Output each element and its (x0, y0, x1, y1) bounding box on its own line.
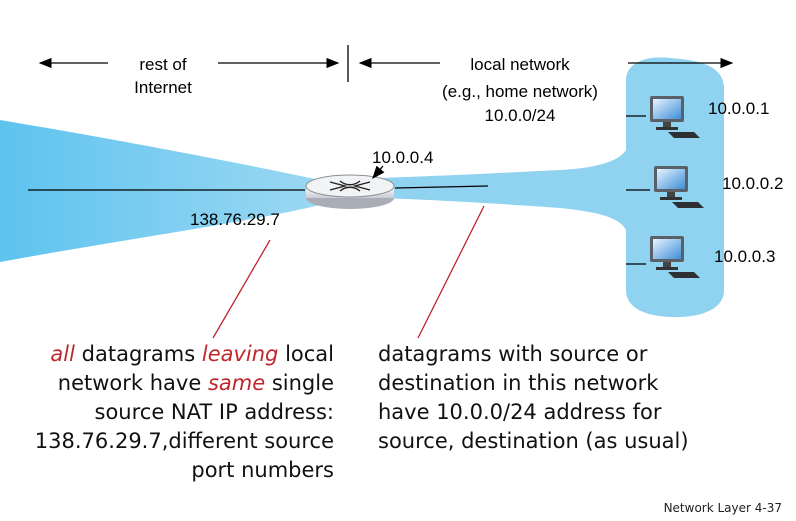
host-2 (626, 166, 704, 208)
left-caption-text: datagrams (74, 342, 202, 366)
right-caption-line-1: datagrams with source or (378, 342, 648, 366)
emphasis-same: same (207, 371, 266, 395)
left-caption-line-3: source NAT IP address: (94, 400, 334, 424)
rest-of-internet-label-1: rest of (139, 55, 187, 74)
nat-router (305, 174, 395, 209)
left-caption-line-2: network have same single (35, 369, 334, 398)
left-caption-line-4: 138.76.29.7,different source (34, 429, 334, 453)
internet-cloud (0, 120, 320, 262)
left-caption-line-5: port numbers (191, 458, 334, 482)
right-annotation-line (417, 205, 485, 339)
left-caption-text: single (265, 371, 334, 395)
right-caption-line-2: destination in this network (378, 371, 659, 395)
router-local-ip-pointer (372, 165, 385, 179)
rest-of-internet-label-2: Internet (134, 78, 192, 97)
router-local-ip: 10.0.0.4 (372, 148, 433, 167)
host-2-ip: 10.0.0.2 (722, 174, 783, 193)
right-caption-line-4: source, destination (as usual) (378, 429, 689, 453)
left-annotation-line (212, 239, 271, 339)
left-caption-text: network have (57, 371, 208, 395)
host-3-ip: 10.0.0.3 (714, 247, 775, 266)
local-network-region (380, 57, 724, 318)
host-3 (626, 236, 700, 278)
slide-footer: Network Layer 4-37 (663, 501, 782, 515)
local-network-label-2: (e.g., home network) (442, 82, 598, 101)
right-caption-line-3: have 10.0.0/24 address for (378, 400, 662, 424)
host-1 (626, 96, 700, 138)
local-network-label-3: 10.0.0/24 (485, 106, 556, 125)
local-network-label-1: local network (470, 55, 570, 74)
right-caption: datagrams with source or destination in … (378, 340, 689, 456)
left-caption-line-1: all datagrams leaving local (35, 340, 334, 369)
router-public-ip: 138.76.29.7 (190, 210, 280, 229)
left-caption-text: local (278, 342, 334, 366)
left-caption: all datagrams leaving local network have… (35, 340, 334, 485)
local-link (394, 185, 489, 189)
host-1-ip: 10.0.0.1 (708, 99, 769, 118)
emphasis-leaving: leaving (201, 342, 279, 366)
emphasis-all: all (50, 342, 75, 366)
